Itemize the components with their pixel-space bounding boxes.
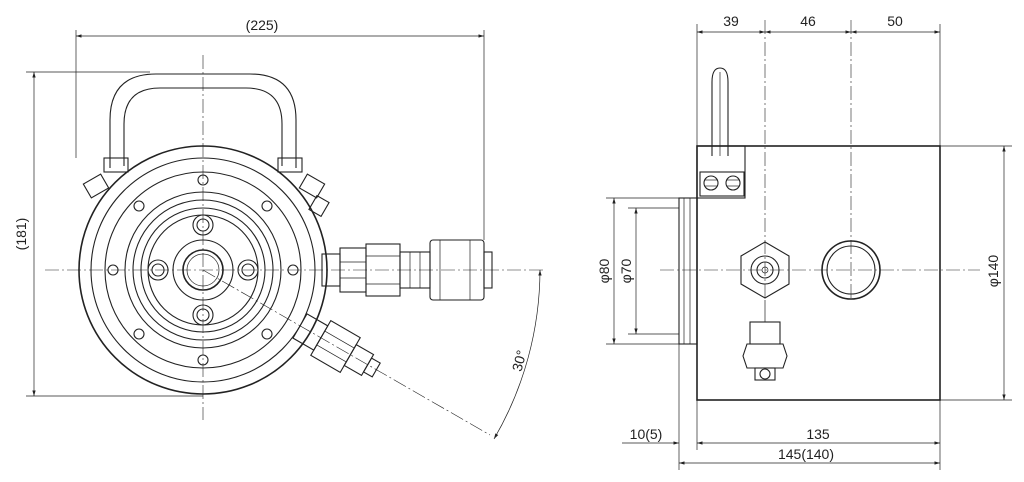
lower-fitting <box>742 300 788 381</box>
top-dim-50: 50 <box>887 13 903 29</box>
body-length-dimension: 135 <box>806 426 830 442</box>
top-dim-46: 46 <box>800 13 816 29</box>
diameter-80-label: φ80 <box>596 258 612 283</box>
flange-bolts <box>147 214 259 326</box>
diameter-140-label: φ140 <box>985 255 1001 288</box>
angle-dimension: 30° <box>509 348 530 373</box>
hex-fitting <box>740 241 790 299</box>
offset-dimension: 10(5) <box>630 426 663 442</box>
plunger-flange <box>678 197 698 345</box>
width-dimension: (225) <box>246 17 279 33</box>
height-dimension: (181) <box>13 218 29 251</box>
carry-handle <box>103 73 303 173</box>
outer-screws <box>107 174 299 366</box>
side-view: 39 46 50 φ80 φ70 φ140 10(5) 135 145(140) <box>596 13 1012 470</box>
horizontal-coupler <box>321 239 493 301</box>
diameter-70-label: φ70 <box>618 258 634 283</box>
top-dim-39: 39 <box>723 13 739 29</box>
round-port <box>821 240 881 300</box>
total-length-dimension: 145(140) <box>778 446 834 462</box>
side-handle <box>696 67 746 199</box>
front-view: (225) (181) 30° <box>13 17 545 440</box>
angled-fitting <box>292 313 381 378</box>
